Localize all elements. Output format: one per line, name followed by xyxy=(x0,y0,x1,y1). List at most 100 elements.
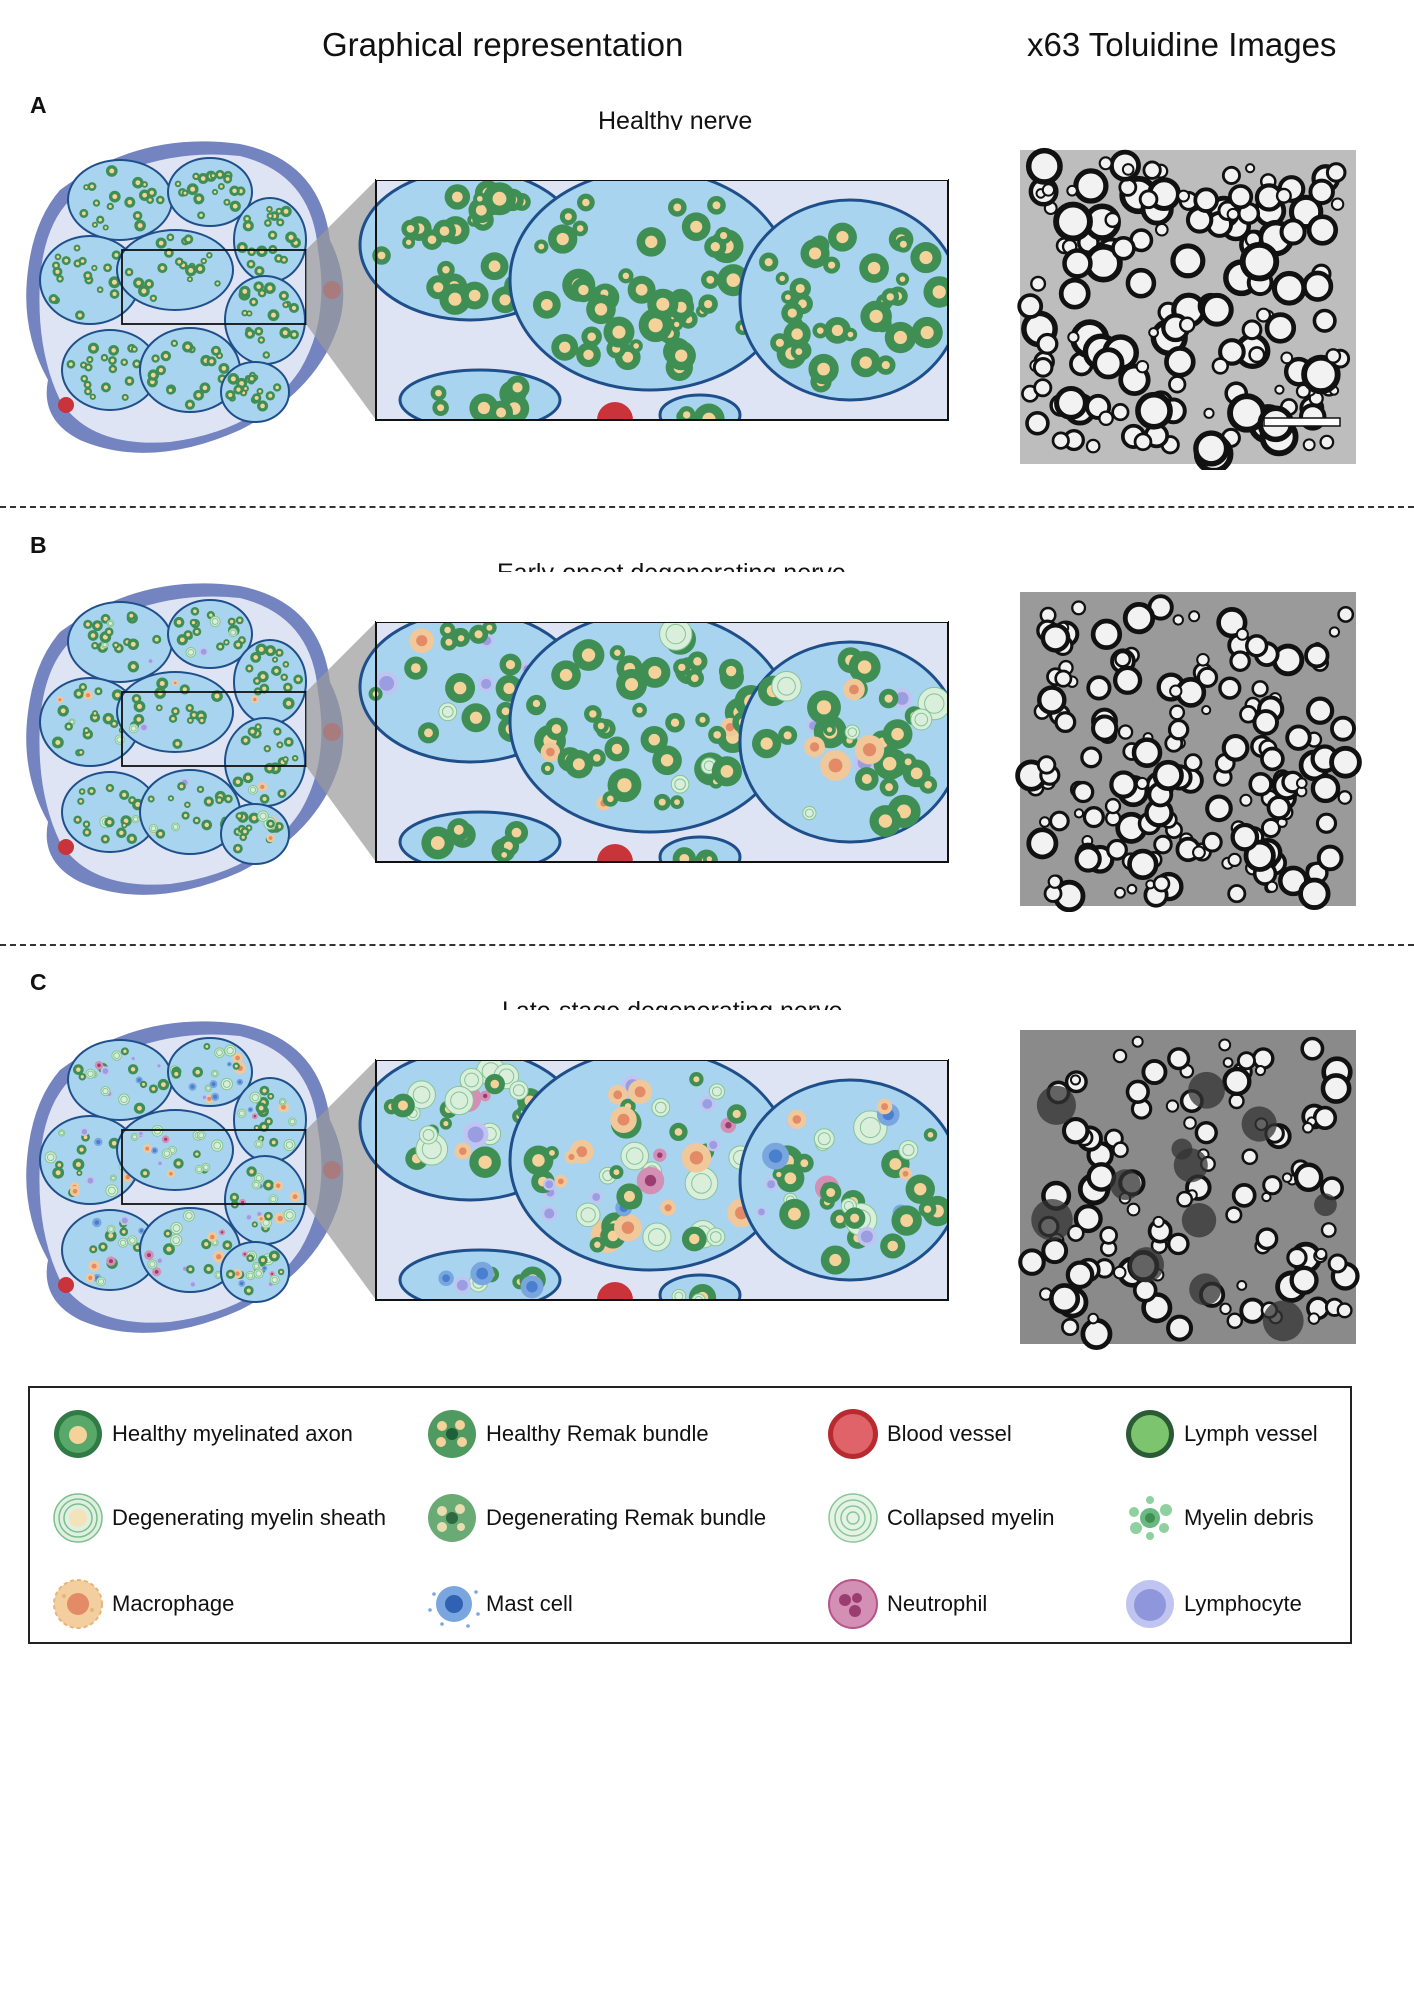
axon-core xyxy=(226,796,231,801)
macrophage-nucleus xyxy=(617,1113,630,1126)
axon-core xyxy=(288,234,294,240)
axon-core xyxy=(478,1155,492,1169)
axon-core xyxy=(900,1214,914,1227)
degenerating-ring xyxy=(205,1085,211,1091)
axon-core xyxy=(134,362,139,366)
axon-profile xyxy=(1271,270,1307,306)
axon-core xyxy=(163,353,169,359)
axon-core xyxy=(122,360,126,364)
axon-profile xyxy=(1325,162,1347,183)
axon-core xyxy=(544,765,551,772)
axon-profile xyxy=(1041,183,1056,197)
axon-core xyxy=(258,389,262,393)
axon-core xyxy=(785,294,791,301)
degenerating-ring xyxy=(512,1084,525,1097)
axon-core xyxy=(719,231,728,240)
axon-core xyxy=(175,741,180,746)
axon-core xyxy=(693,1076,700,1083)
macrophage-nucleus xyxy=(664,1204,672,1212)
lymph-vessel-icon xyxy=(1126,1410,1174,1458)
legend-item: Lymph vessel xyxy=(1120,1406,1318,1462)
axon-profile xyxy=(1251,680,1269,698)
axon-core xyxy=(243,829,247,834)
axon-core xyxy=(177,259,182,264)
degenerating-ring xyxy=(625,1147,644,1165)
axon-profile xyxy=(1041,1237,1069,1265)
axon-core xyxy=(265,747,269,751)
axon-core xyxy=(259,338,263,342)
axon-core xyxy=(887,1240,898,1252)
axon-profile xyxy=(1251,1047,1275,1070)
axon-core xyxy=(572,758,585,771)
axon-core xyxy=(704,299,713,309)
degenerating-sheath xyxy=(170,1233,183,1247)
axon-core xyxy=(283,208,289,214)
axon-core xyxy=(75,261,80,266)
axon-core xyxy=(690,674,699,683)
panel-letter-c: C xyxy=(30,969,47,995)
axon-core xyxy=(238,189,243,194)
axon-profile xyxy=(1316,844,1344,872)
legend-item: Mast cell xyxy=(422,1576,573,1632)
neutrophil-nucleus xyxy=(108,1259,113,1264)
axon-core xyxy=(699,716,706,723)
axon-core xyxy=(293,756,297,760)
zoomed-inset xyxy=(358,610,962,880)
inset-mask-bottom xyxy=(376,421,948,470)
axon-profile xyxy=(1098,410,1114,427)
degenerating-ring xyxy=(69,719,75,725)
axon-core xyxy=(636,707,643,714)
macrophage-nucleus xyxy=(277,1215,283,1222)
axon-core xyxy=(158,831,163,836)
axon-profile xyxy=(1098,156,1113,171)
axon-profile xyxy=(1040,623,1071,653)
axon-core xyxy=(105,265,110,270)
axon-core xyxy=(250,376,254,381)
axon-core xyxy=(183,191,187,195)
axon-profile xyxy=(1307,1312,1321,1325)
axon-profile xyxy=(1142,160,1162,180)
axon-core xyxy=(689,1233,700,1245)
axon-core xyxy=(225,177,230,181)
axon-core xyxy=(127,270,131,274)
macrophage-nucleus xyxy=(72,1188,78,1194)
axon-core xyxy=(904,758,912,766)
axon-core xyxy=(285,685,290,690)
degenerating-sheath xyxy=(283,1208,297,1222)
degenerating-sheath xyxy=(211,1139,224,1152)
degenerating-sheath xyxy=(771,671,802,702)
axon-profile xyxy=(1132,1277,1158,1303)
axon-core xyxy=(159,681,165,687)
axon-core xyxy=(787,308,797,318)
degenerating-ring xyxy=(198,1132,205,1139)
divider-bc xyxy=(0,944,1414,946)
axon-core xyxy=(93,266,96,270)
mast-cell-nucleus xyxy=(240,1281,244,1286)
macrophage-nucleus xyxy=(809,742,820,752)
neutrophil-nucleus xyxy=(220,1230,224,1234)
axon-profile xyxy=(1058,277,1091,310)
axon-core xyxy=(442,266,450,274)
axon-profile xyxy=(1218,1038,1232,1052)
axon-core xyxy=(410,663,421,673)
degenerating-ring xyxy=(450,1091,469,1110)
axon-profile xyxy=(1037,685,1067,715)
axon-profile xyxy=(1302,438,1316,452)
axon-core xyxy=(259,1137,263,1140)
axon-core xyxy=(85,273,90,278)
macrophage-nucleus xyxy=(145,1146,150,1151)
degenerating-sheath xyxy=(444,1085,474,1116)
axon-core xyxy=(492,191,507,206)
legend-label: Macrophage xyxy=(112,1591,235,1616)
axon-core xyxy=(291,305,297,311)
degenerating-ring xyxy=(847,727,858,737)
axon-core xyxy=(161,1082,166,1087)
header-toluidine-images: x63 Toluidine Images xyxy=(1027,26,1337,63)
axon-core xyxy=(135,213,140,218)
axon-profile xyxy=(1300,1036,1325,1061)
axon-core xyxy=(232,188,237,194)
axon-core xyxy=(188,268,194,273)
axon-core xyxy=(594,303,608,316)
axon-profile xyxy=(1289,1265,1319,1295)
mast-cell-nucleus xyxy=(249,1108,252,1112)
